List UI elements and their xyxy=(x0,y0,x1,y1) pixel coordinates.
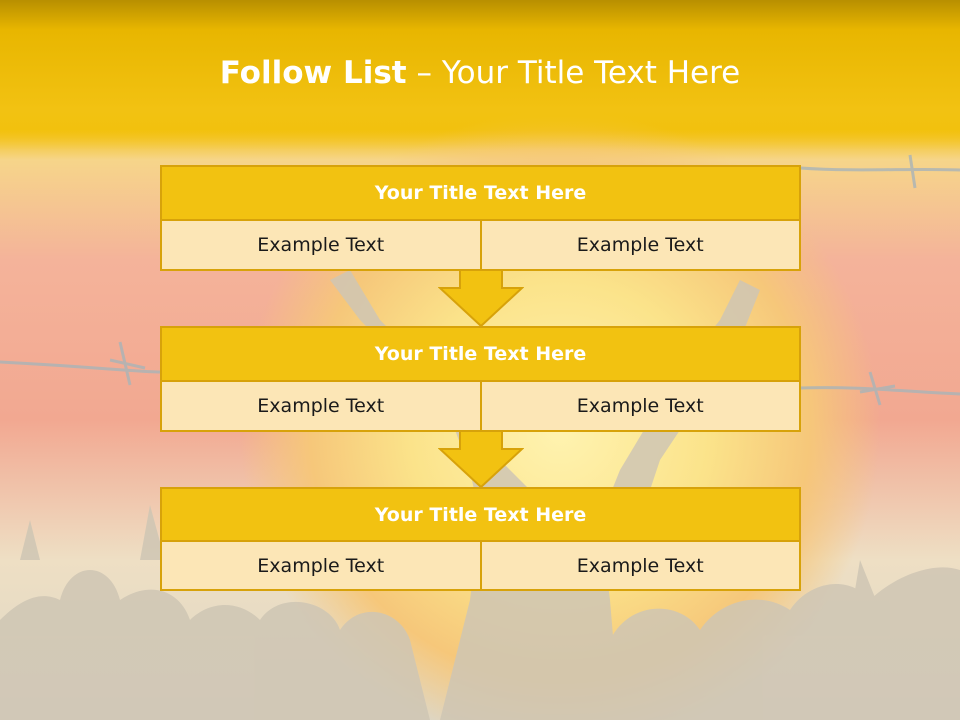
slide-title-bold: Follow List xyxy=(219,55,407,91)
block-title: Your Title Text Here xyxy=(160,487,801,542)
block-left-text: Example Text xyxy=(160,542,482,591)
block-title: Your Title Text Here xyxy=(160,326,801,382)
block-left-text: Example Text xyxy=(160,382,482,432)
block-title: Your Title Text Here xyxy=(160,165,801,221)
block-right-text: Example Text xyxy=(481,382,801,432)
down-arrow-icon xyxy=(438,431,524,489)
slide-title-rest: – Your Title Text Here xyxy=(406,55,741,91)
title-band xyxy=(0,0,960,150)
block-left-text: Example Text xyxy=(160,221,482,271)
down-arrow-icon xyxy=(438,270,524,328)
list-block-3[interactable]: Your Title Text Here Example Text Exampl… xyxy=(160,487,801,591)
block-right-text: Example Text xyxy=(481,542,801,591)
block-right-text: Example Text xyxy=(481,221,801,271)
slide-title: Follow List – Your Title Text Here xyxy=(0,55,960,91)
list-block-2[interactable]: Your Title Text Here Example Text Exampl… xyxy=(160,326,801,432)
list-block-1[interactable]: Your Title Text Here Example Text Exampl… xyxy=(160,165,801,271)
